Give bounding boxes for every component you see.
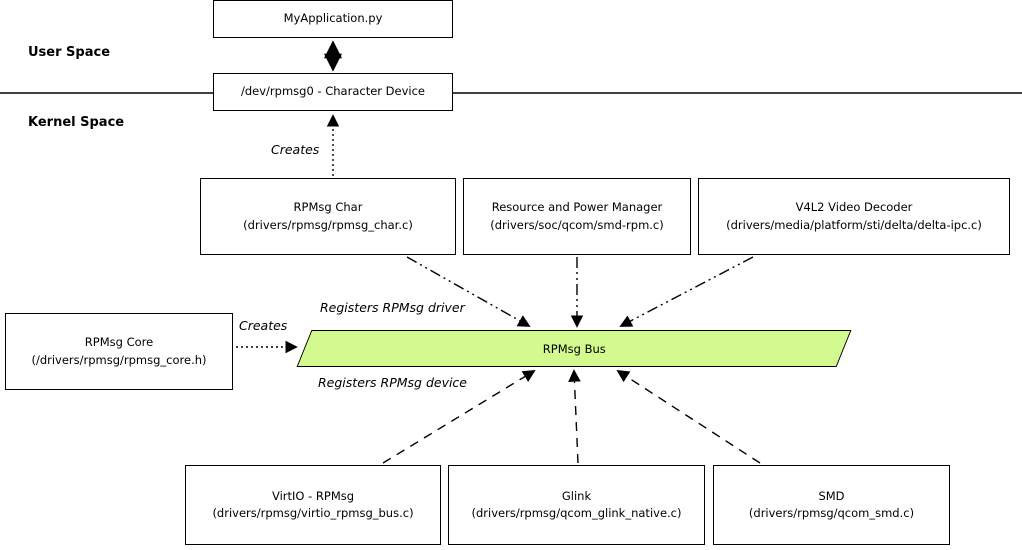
node-rpmsg-core: RPMsg Core (/drivers/rpmsg/rpmsg_core.h) xyxy=(5,313,233,390)
smd-to-bus-arrow xyxy=(616,369,761,464)
node-smd-path: (drivers/rpmsg/qcom_smd.c) xyxy=(748,506,915,520)
node-rpmsg-core-title: RPMsg Core xyxy=(84,335,154,350)
node-char-device-title: /dev/rpmsg0 - Character Device xyxy=(241,84,425,99)
creates-bus-label: Creates xyxy=(239,318,288,333)
node-v4l2-video-decoder: V4L2 Video Decoder (drivers/media/platfo… xyxy=(698,178,1010,255)
virtio-to-bus-arrow xyxy=(382,370,536,464)
node-glink-path: (drivers/rpmsg/qcom_glink_native.c) xyxy=(471,506,682,520)
registers-rpmsg-driver-label: Registers RPMsg driver xyxy=(320,300,465,315)
node-glink: Glink (drivers/rpmsg/qcom_glink_native.c… xyxy=(448,465,705,545)
node-resource-power-manager-title: Resource and Power Manager xyxy=(491,200,663,215)
user-space-label: User Space xyxy=(28,45,111,60)
node-rpmsg-core-path: (/drivers/rpmsg/rpmsg_core.h) xyxy=(31,352,207,367)
node-virtio-rpmsg-path: (drivers/rpmsg/virtio_rpmsg_bus.c) xyxy=(212,506,414,520)
node-char-device: /dev/rpmsg0 - Character Device xyxy=(213,73,453,111)
rpmsg-char-to-bus-arrow xyxy=(406,256,531,327)
node-glink-title: Glink xyxy=(561,488,592,503)
creates-chardev-label: Creates xyxy=(271,142,320,157)
node-my-application-title: MyApplication.py xyxy=(283,11,383,26)
node-resource-power-manager-path: (drivers/soc/qcom/smd-rpm.c) xyxy=(490,217,664,232)
node-rpmsg-char-title: RPMsg Char xyxy=(293,200,363,215)
node-rpmsg-char-path: (drivers/rpmsg/rpmsg_char.c) xyxy=(243,217,413,232)
node-v4l2-video-decoder-title: V4L2 Video Decoder xyxy=(795,200,913,215)
node-virtio-rpmsg-title: VirtIO - RPMsg xyxy=(271,488,355,503)
rpmsg-bus: RPMsg Bus xyxy=(296,330,852,367)
node-v4l2-video-decoder-path: (drivers/media/platform/sti/delta/delta-… xyxy=(726,217,982,232)
node-rpmsg-char: RPMsg Char (drivers/rpmsg/rpmsg_char.c) xyxy=(200,178,456,255)
kernel-space-label: Kernel Space xyxy=(28,115,125,130)
node-virtio-rpmsg: VirtIO - RPMsg (drivers/rpmsg/virtio_rpm… xyxy=(185,465,441,545)
node-my-application: MyApplication.py xyxy=(213,0,453,38)
node-smd: SMD (drivers/rpmsg/qcom_smd.c) xyxy=(713,465,950,545)
glink-to-bus-arrow xyxy=(568,369,581,464)
rpmsg-bus-label: RPMsg Bus xyxy=(542,341,606,356)
registers-rpmsg-device-label: Registers RPMsg device xyxy=(318,375,467,390)
node-smd-title: SMD xyxy=(818,488,845,503)
node-resource-power-manager: Resource and Power Manager (drivers/soc/… xyxy=(463,178,691,255)
v4l2-to-bus-arrow xyxy=(619,256,754,327)
